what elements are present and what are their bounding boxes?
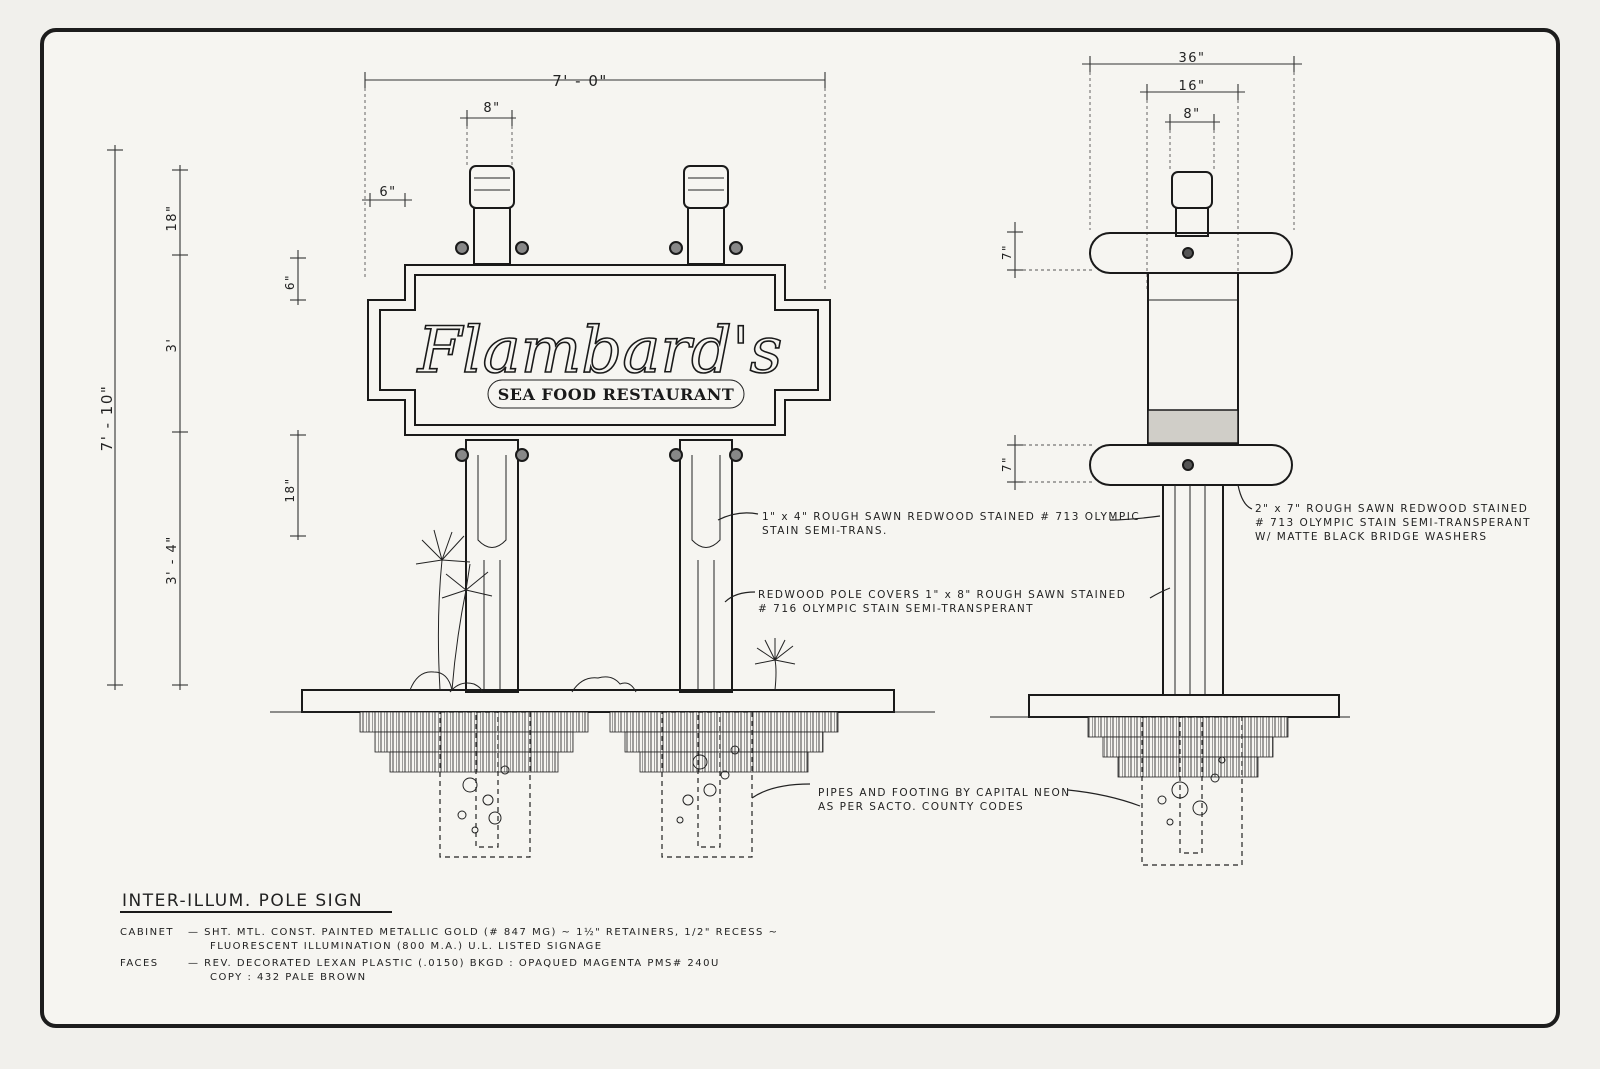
side-pole-cover: [1162, 484, 1224, 696]
dim-side-upper-label: 7": [1000, 244, 1014, 260]
drawing-title: INTER-ILLUM. POLE SIGN: [122, 891, 363, 911]
dim-front-lower-label: 18": [283, 477, 297, 502]
annotation-rough-sawn-7: 2" x 7" ROUGH SAWN REDWOOD STAINED # 713…: [1237, 484, 1531, 543]
sign-cabinet: Flambard's SEA FOOD RESTAURANT: [367, 264, 831, 436]
dim-front-heights: 7' - 10" 18" 3' 3' - 4" 6" 18": [98, 145, 306, 690]
dim-front-cap: 6": [362, 185, 412, 207]
note-line: PIPES AND FOOTING BY CAPITAL NEON: [818, 787, 1071, 799]
front-footings: [359, 711, 839, 858]
logo-flambards: Flambard's: [417, 314, 783, 388]
palm-plant-left: [409, 529, 493, 693]
note-line: REDWOOD POLE COVERS 1" x 8" ROUGH SAWN S…: [758, 589, 1126, 601]
annotation-footing: PIPES AND FOOTING BY CAPITAL NEON AS PER…: [751, 783, 1141, 813]
palm-plant-right: [754, 638, 796, 691]
faces-spec-line: COPY : 432 PALE BROWN: [210, 972, 367, 983]
dim-side-widths: 36" 16" 8": [1082, 51, 1302, 290]
note-line: AS PER SACTO. COUNTY CODES: [818, 801, 1024, 813]
dim-front-post: 8": [460, 101, 516, 165]
side-planter-slab: [1028, 694, 1340, 718]
dim-front-total-label: 7' - 10": [98, 385, 116, 452]
title-block: INTER-ILLUM. POLE SIGN CABINET — SHT. MT…: [120, 891, 778, 983]
logo-subtitle: SEA FOOD RESTAURANT: [498, 385, 735, 404]
dim-side-lower-label: 7": [1000, 456, 1014, 472]
cabinet-spec-line: FLUORESCENT ILLUMINATION (800 M.A.) U.L.…: [210, 941, 603, 952]
cabinet-label: CABINET: [120, 927, 174, 938]
dim-front-base-label: 3' - 4": [165, 535, 180, 585]
drawing-sheet-border: [40, 28, 1560, 1028]
side-footing: [1087, 716, 1289, 866]
dim-side-width-label: 36": [1178, 51, 1205, 66]
dim-front-post-label: 8": [483, 101, 500, 116]
dim-side-post-label: 8": [1183, 107, 1200, 122]
dim-front-width-label: 7' - 0": [552, 72, 608, 90]
note-line: 1" x 4" ROUGH SAWN REDWOOD STAINED # 713…: [762, 511, 1140, 523]
faces-spec-line: — REV. DECORATED LEXAN PLASTIC (.0150) B…: [188, 958, 720, 969]
dim-front-top-label: 18": [165, 204, 180, 231]
note-line: 2" x 7" ROUGH SAWN REDWOOD STAINED: [1255, 503, 1528, 515]
rocks-center: [571, 676, 637, 693]
note-line: W/ MATTE BLACK BRIDGE WASHERS: [1255, 531, 1488, 543]
side-post-top: [1175, 207, 1209, 237]
note-line: # 713 OLYMPIC STAIN SEMI-TRANSPERANT: [1255, 517, 1531, 529]
dim-front-cap-label: 6": [379, 185, 396, 200]
side-post-cap: [1171, 171, 1213, 209]
front-planter-slab: [270, 689, 935, 713]
dim-front-trim-label: 6": [283, 274, 297, 290]
front-left-post: [455, 165, 529, 693]
note-line: # 716 OLYMPIC STAIN SEMI-TRANSPERANT: [758, 603, 1034, 615]
cabinet-spec-line: — SHT. MTL. CONST. PAINTED METALLIC GOLD…: [188, 926, 778, 938]
annotation-pole-covers: REDWOOD POLE COVERS 1" x 8" ROUGH SAWN S…: [724, 587, 1171, 615]
faces-label: FACES: [120, 958, 159, 969]
dim-front-cabinet-label: 3': [165, 338, 180, 353]
dim-front-width: 7' - 0": [364, 72, 826, 290]
note-line: STAIN SEMI-TRANS.: [762, 525, 888, 537]
front-elevation: 7' - 0" 8" 6" 7' - 10": [98, 72, 935, 858]
dim-side-bands: 7" 7": [1000, 222, 1095, 490]
front-right-post: [669, 165, 743, 693]
annotation-rough-sawn-4: 1" x 4" ROUGH SAWN REDWOOD STAINED # 713…: [717, 511, 1161, 537]
dim-side-mid-label: 16": [1178, 79, 1205, 94]
side-elevation: 36" 16" 8" 7" 7": [990, 51, 1350, 866]
